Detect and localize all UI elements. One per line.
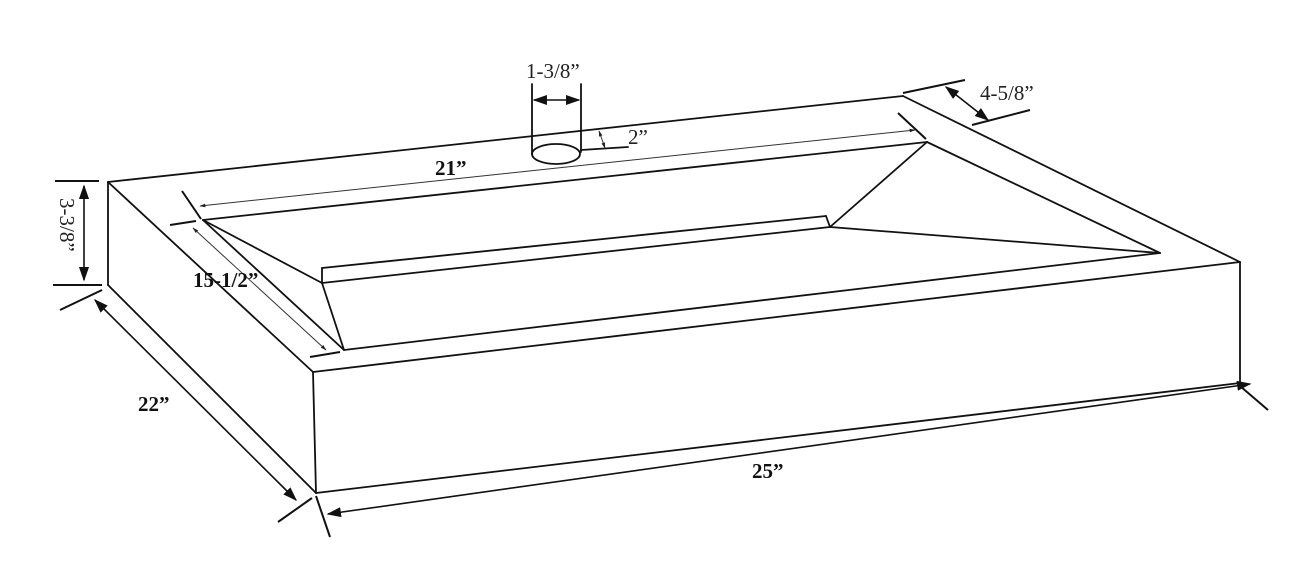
top-front-edge xyxy=(312,261,1241,373)
front-left-vertical-edge xyxy=(312,371,317,494)
height-dimension: 3-3/8” xyxy=(53,180,102,286)
basin-length-ext-left xyxy=(181,190,202,220)
length-dimline xyxy=(326,380,1252,518)
bottom-left-edge xyxy=(107,284,317,494)
depth-dimline xyxy=(93,298,298,502)
length-dimension: 25” xyxy=(315,380,1269,538)
deck-width-label: 4-5/8” xyxy=(980,81,1034,105)
top-right-edge xyxy=(902,95,1241,263)
deck-ext-bottom xyxy=(971,109,1031,126)
slope-right-diagonal xyxy=(829,141,928,228)
drain-slot-top xyxy=(321,215,827,269)
basin-length-dimline xyxy=(199,128,916,208)
deck-width-dimension: 4-5/8” xyxy=(902,79,1034,126)
deck-width-dimline xyxy=(944,86,990,121)
deck-ext-top xyxy=(902,79,966,94)
faucet-offset-dimline xyxy=(598,130,606,149)
sink-basin xyxy=(202,141,1161,351)
basin-front-rim xyxy=(343,252,1161,351)
drain-slot-right-cap xyxy=(825,215,831,228)
length-ext-left xyxy=(315,495,331,538)
basin-width-dimline xyxy=(192,227,327,351)
faucet-diameter-label: 1-3/8” xyxy=(526,59,580,83)
slope-right-floor xyxy=(829,226,1161,254)
basin-back-rim xyxy=(202,141,928,221)
depth-ext-bottom xyxy=(277,497,313,523)
basin-right-rim xyxy=(926,141,1161,254)
faucet-hole: 1-3/8” 2” xyxy=(526,59,648,165)
drain-slot-bottom xyxy=(321,226,831,284)
basin-length-ext-right xyxy=(897,112,927,140)
depth-dimension: 22” xyxy=(59,289,313,523)
faucet-offset-label: 2” xyxy=(628,125,648,149)
basin-width-ext-top xyxy=(169,220,197,226)
basin-length-label: 21” xyxy=(435,156,467,180)
top-back-edge xyxy=(107,95,904,183)
length-label: 25” xyxy=(752,459,784,483)
length-ext-right xyxy=(1239,385,1269,411)
basin-width-ext-bottom xyxy=(309,351,341,358)
depth-ext-top xyxy=(59,289,103,311)
faucet-hole-ellipse xyxy=(531,143,581,165)
basin-length-dimension: 21” xyxy=(181,112,927,220)
depth-label: 22” xyxy=(138,392,170,416)
height-label: 3-3/8” xyxy=(55,198,79,252)
basin-width-label: 15-1/2” xyxy=(193,268,258,292)
basin-width-dimension: 15-1/2” xyxy=(169,220,341,358)
